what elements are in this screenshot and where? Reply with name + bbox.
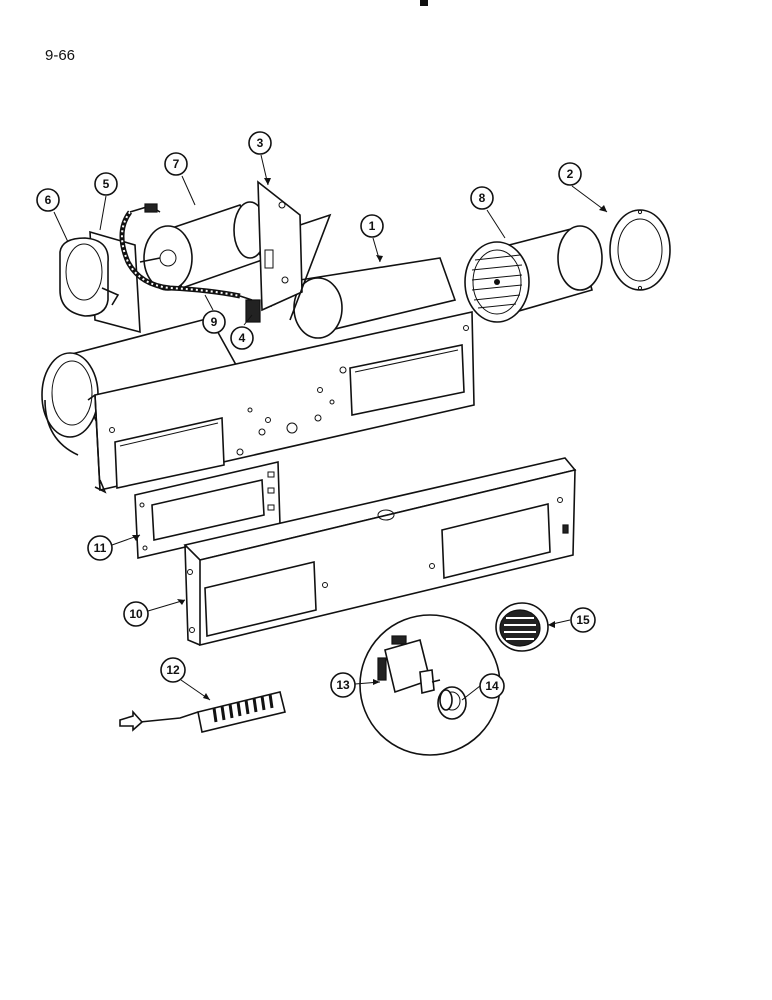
control-knob	[437, 686, 467, 720]
blower-motor	[139, 201, 297, 291]
callout-1: 1	[360, 214, 384, 238]
blower-housing	[41, 257, 475, 494]
callout-8: 8	[470, 186, 494, 210]
inlet-ring	[609, 209, 671, 291]
callout-label: 12	[166, 663, 180, 677]
callout-10: 10	[123, 601, 149, 627]
callout-12: 12	[160, 657, 186, 683]
callout-label: 11	[94, 541, 107, 555]
callout-label: 14	[485, 679, 499, 693]
mounting-plate	[257, 180, 332, 321]
callout-label: 9	[211, 315, 218, 329]
blower-wheel	[464, 225, 603, 323]
callout-13: 13	[330, 672, 356, 698]
callout-label: 6	[45, 193, 52, 207]
callout-9: 9	[202, 310, 226, 334]
callout-label: 2	[567, 167, 574, 181]
callout-label: 5	[103, 177, 110, 191]
switch-detail-circle	[359, 614, 501, 756]
vent-grille	[495, 602, 549, 652]
mounting-channel	[183, 457, 577, 647]
callout-2: 2	[558, 162, 582, 186]
callout-label: 10	[129, 607, 143, 621]
callout-label: 15	[576, 613, 590, 627]
callout-4: 4	[230, 326, 254, 350]
callout-label: 8	[479, 191, 486, 205]
callout-6: 6	[36, 188, 60, 212]
callout-label: 4	[239, 331, 246, 345]
callout-label: 1	[369, 219, 376, 233]
callout-5: 5	[94, 172, 118, 196]
callout-label: 3	[257, 136, 264, 150]
indicator-lens	[119, 691, 286, 733]
callout-label: 7	[173, 157, 180, 171]
callout-7: 7	[164, 152, 188, 176]
callout-14: 14	[479, 673, 505, 699]
wiring-harness	[119, 203, 241, 299]
callout-11: 11	[87, 535, 113, 561]
callout-3: 3	[248, 131, 272, 155]
callout-label: 13	[336, 678, 350, 692]
callout-15: 15	[570, 607, 596, 633]
page-number: 9-66	[45, 47, 76, 64]
motor-mount-bracket	[59, 230, 141, 334]
leader-lines	[53, 154, 608, 701]
